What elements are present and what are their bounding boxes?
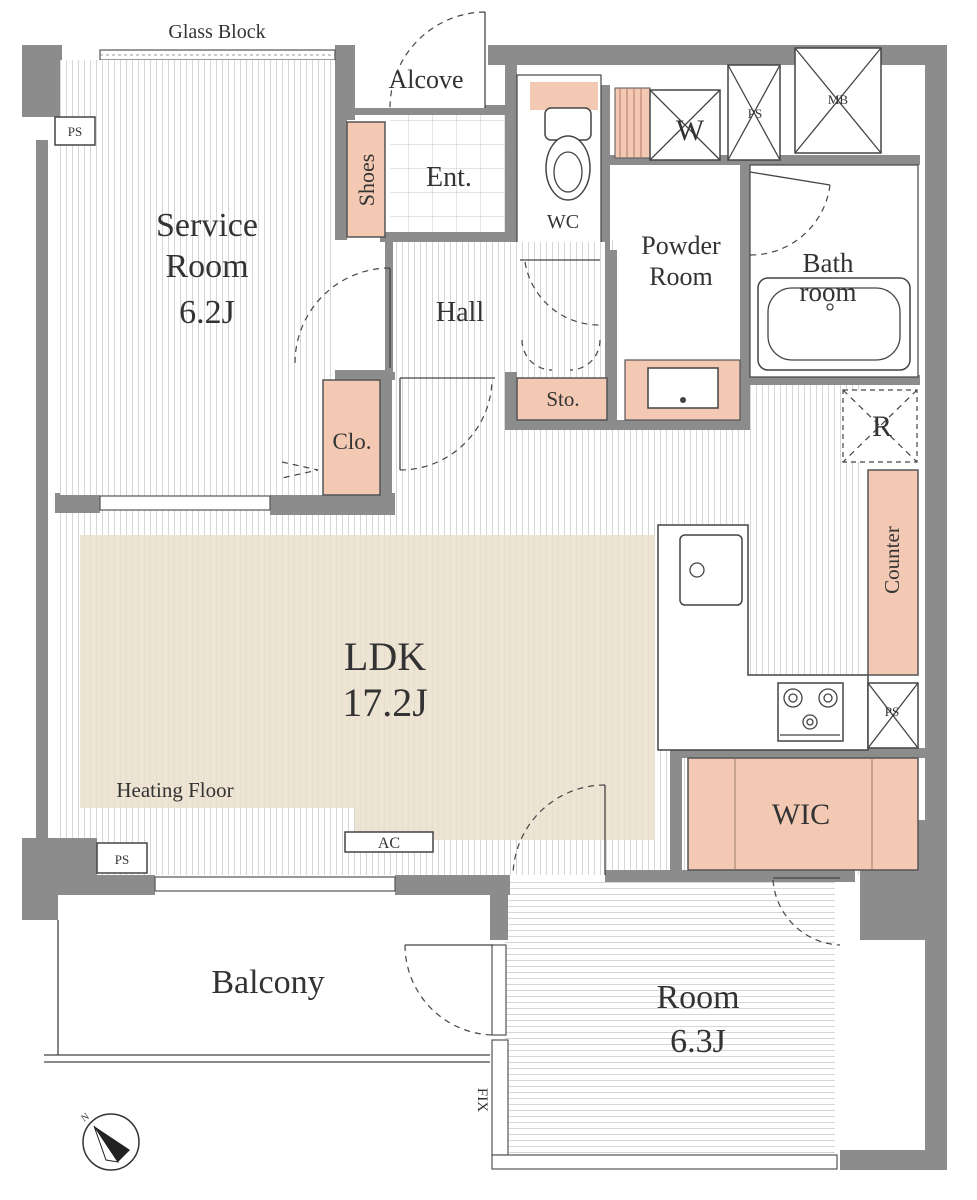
fix-label: FIX <box>474 1088 490 1112</box>
balcony-label: Balcony <box>211 964 324 1001</box>
hall-area <box>393 242 605 372</box>
outer-walls <box>22 45 947 1170</box>
heating-floor-label: Heating Floor <box>116 778 233 802</box>
door-swings <box>281 11 841 1036</box>
mb-box <box>794 47 882 154</box>
ps-box-2 <box>727 64 781 161</box>
entrance-floor <box>390 110 505 240</box>
service-room-label-1: Service <box>156 207 258 244</box>
svg-text:N: N <box>79 1111 91 1124</box>
storage-cabinet <box>516 377 608 421</box>
sink-icon <box>679 534 743 606</box>
mb-label: MB <box>828 92 849 107</box>
washer-label: W <box>676 114 705 147</box>
ps-box-4 <box>96 842 148 874</box>
room-side-window <box>491 944 507 1036</box>
alcove-area <box>355 60 485 108</box>
closet-label: Clo. <box>333 429 372 454</box>
ps-box-1 <box>54 116 96 146</box>
ps-label-1: PS <box>68 124 82 139</box>
walk-in-closet <box>687 757 919 871</box>
washer-box <box>649 89 721 161</box>
ldk-label: LDK <box>344 634 426 679</box>
ac-unit <box>344 831 434 853</box>
closet <box>322 379 381 496</box>
shoes-label: Shoes <box>354 154 379 207</box>
ldk-size: 17.2J <box>342 680 428 725</box>
storage-label: Sto. <box>546 387 579 411</box>
ps-label-2: PS <box>748 106 762 121</box>
counter <box>867 469 919 676</box>
service-room-floor-top <box>60 60 335 495</box>
north-arrow-icon: N <box>79 1111 140 1171</box>
service-room-label-2: Room <box>165 248 248 285</box>
wc-counter <box>530 82 598 110</box>
wic-label: WIC <box>772 798 830 831</box>
stove-icon <box>777 682 844 742</box>
powder-room-label-2: Room <box>649 262 713 291</box>
ps-label-4: PS <box>115 852 129 867</box>
bathroom-label-1: Bath <box>803 248 854 278</box>
ps-box-3 <box>867 682 919 749</box>
heating-floor-zone <box>80 535 655 840</box>
bathroom-label-2: room <box>800 277 857 307</box>
powder-room-label-1: Powder <box>641 231 721 260</box>
toilet-icon <box>544 107 592 201</box>
room-window <box>491 1154 838 1170</box>
glass-block-label: Glass Block <box>168 21 265 43</box>
laundry-shelf <box>614 87 651 159</box>
ldk-window <box>154 876 396 892</box>
refrigerator-label: R <box>872 410 892 443</box>
washbasin-icon <box>624 359 741 421</box>
refrigerator-box <box>842 389 918 463</box>
entrance-label: Ent. <box>426 162 472 193</box>
fix-window <box>491 1039 509 1156</box>
ac-label: AC <box>378 835 400 852</box>
service-room-size: 6.2J <box>179 294 235 331</box>
room-label: Room <box>656 979 739 1016</box>
alcove-label: Alcove <box>388 65 463 94</box>
wc-label: WC <box>547 211 579 233</box>
counter-label: Counter <box>880 526 904 594</box>
ps-label-3: PS <box>885 704 899 719</box>
shoes-cabinet <box>346 121 386 238</box>
room-floor <box>505 880 835 1170</box>
service-room-window <box>99 495 271 511</box>
bathtub-icon <box>757 277 911 371</box>
balcony <box>58 895 490 1055</box>
room-size: 6.3J <box>670 1023 726 1060</box>
hall-label: Hall <box>436 297 484 328</box>
